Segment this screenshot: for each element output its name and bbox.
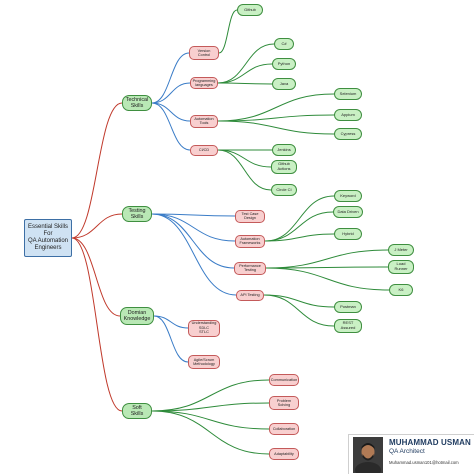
leaf-load-runner: Load Runner [388, 260, 414, 274]
edge-soft-communication [151, 379, 270, 412]
edge-root-technical [71, 102, 123, 239]
node-adaptability: Adaptability [269, 448, 299, 460]
leaf-selenium: Selenium [334, 88, 362, 100]
edge-programming-java [217, 82, 273, 85]
edge-performance_testing-k6 [265, 267, 390, 291]
edge-testing-test_case_design [151, 213, 236, 217]
edge-root-domain [71, 237, 121, 317]
author-signature-card: MUHAMMAD USMAN QA Architect Muhammad.usm… [348, 434, 474, 474]
edge-automation_tools-cypress [217, 120, 335, 135]
node-automation-frameworks: Automation Frameworks [235, 234, 265, 248]
edge-technical-version_control [151, 52, 190, 104]
leaf-csharp: C# [274, 38, 294, 50]
edge-testing-automation_frameworks [151, 213, 236, 242]
leaf-jmeter: J Meter [388, 244, 414, 256]
edge-technical-cicd [151, 102, 191, 151]
leaf-keyword: Keyword [334, 190, 362, 202]
edge-programming-csharp [217, 43, 275, 84]
node-communication: Communication [269, 374, 299, 386]
author-title: QA Architect [389, 448, 425, 455]
edge-domain-agile_scrum [153, 315, 189, 363]
node-collaboration: Collaboration [269, 423, 299, 435]
edge-performance_testing-load_runner [265, 266, 389, 269]
category-soft-skills: Soft Skills [122, 403, 152, 419]
edge-testing-performance_testing [151, 213, 235, 269]
node-sdlc-stlc: Understanding SDLC STLC [188, 319, 220, 337]
node-problem-solving: Problem Solving [269, 396, 299, 410]
node-version-control: Version Control [189, 46, 219, 60]
edge-soft-adaptability [151, 410, 270, 455]
edge-cicd-github_actions [217, 149, 272, 168]
edge-performance_testing-jmeter [265, 249, 389, 269]
leaf-github-actions: Github Actions [271, 160, 297, 174]
node-programming-languages: Programming languages [190, 77, 218, 89]
edge-automation_frameworks-keyword [264, 195, 335, 242]
edge-technical-automation_tools [151, 102, 191, 122]
root-node: Essential Skills For QA Automation Engin… [24, 219, 72, 257]
leaf-cypress: Cypress [334, 128, 362, 140]
edge-automation_frameworks-data_driven [264, 211, 334, 242]
edge-automation_frameworks-hybrid [264, 233, 335, 242]
author-email: Muhammad.usman101@hotmail.com [389, 460, 459, 465]
node-test-case-design: Test Case Design [235, 209, 265, 223]
node-api-testing: API Testing [236, 289, 264, 301]
node-agile-scrum: Agile/Scrum Methodology [188, 355, 220, 369]
edge-root-soft [71, 237, 123, 412]
node-performance-testing: Performance Testing [234, 261, 266, 275]
edge-api_testing-rest_assured [263, 294, 335, 327]
avatar [353, 437, 383, 473]
edge-cicd-circle_ci [217, 149, 272, 191]
leaf-postman: Postman [334, 301, 362, 313]
leaf-jenkins: Jenkins [272, 144, 296, 156]
edge-testing-api_testing [151, 213, 237, 296]
category-domain-knowledge: Domian Knowledge [120, 307, 154, 325]
category-testing-skills: Testing Skills [122, 206, 152, 222]
leaf-hybrid: Hybrid [334, 228, 362, 240]
author-name: MUHAMMAD USMAN [389, 438, 471, 447]
edge-root-testing [71, 213, 123, 239]
leaf-k6: K6 [389, 284, 413, 296]
edge-api_testing-postman [263, 294, 335, 308]
leaf-data-driven: Data Driven [333, 206, 363, 218]
leaf-circle-ci: Circle CI [271, 184, 297, 196]
edge-programming-python [217, 63, 273, 84]
category-technical-skills: Technical Skills [122, 95, 152, 111]
node-cicd: CI/CD [190, 144, 218, 156]
leaf-github: Github [237, 4, 263, 16]
edge-soft-collaboration [151, 410, 270, 430]
avatar-photo-icon [353, 437, 383, 473]
edge-automation_tools-appium [217, 114, 335, 122]
leaf-appium: Appium [334, 109, 362, 121]
edge-soft-problem_solving [151, 402, 270, 412]
edge-automation_tools-selenium [217, 93, 335, 122]
node-automation-tools: Automation Tools [190, 114, 218, 128]
leaf-rest-assured: REST Assured [334, 319, 362, 333]
edge-version_control-github [218, 9, 238, 54]
edge-technical-programming [151, 82, 191, 104]
leaf-java: Java [272, 78, 296, 90]
leaf-python: Python [272, 58, 296, 70]
